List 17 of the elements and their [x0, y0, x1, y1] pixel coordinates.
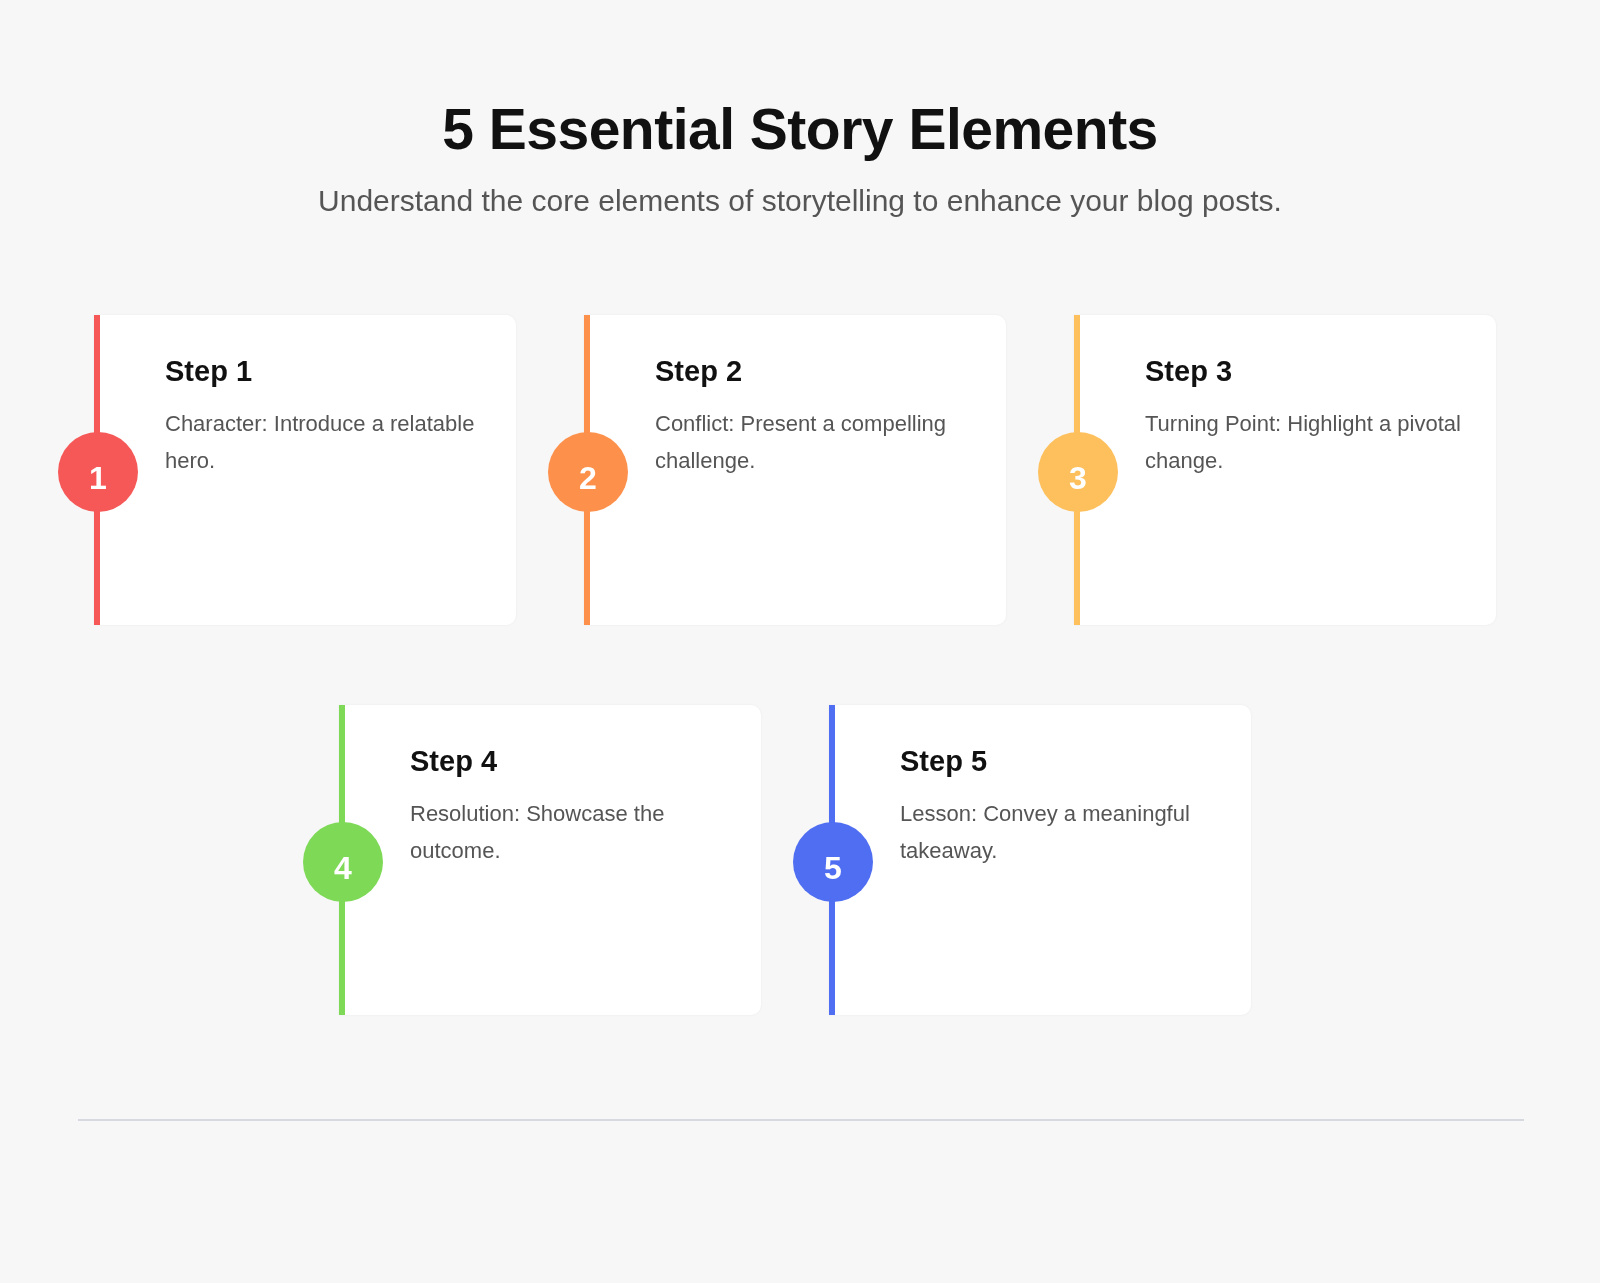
- step-heading: Step 3: [1145, 355, 1233, 388]
- step-heading: Step 1: [165, 355, 253, 388]
- step-number-circle: 1: [58, 432, 138, 512]
- step-heading: Step 2: [655, 355, 743, 388]
- step-number-circle: 5: [793, 822, 873, 902]
- title: 5 Essential Story Elements: [442, 97, 1158, 161]
- subtitle: Understand the core elements of storytelling to enhance your blog posts.: [318, 184, 1282, 217]
- step-description: Lesson: Convey a meaningful takeaway.: [900, 800, 1191, 865]
- step-description: Turning Point: Highlight a pivotal change.: [1145, 410, 1462, 475]
- step-description: Conflict: Present a compelling challenge.: [655, 410, 948, 475]
- step-heading: Step 5: [900, 745, 988, 778]
- step-description: Resolution: Showcase the outcome.: [410, 800, 666, 865]
- step-number-circle: 4: [303, 822, 383, 902]
- step-number-circle: 2: [548, 432, 628, 512]
- step-description: Character: Introduce a relatable hero.: [165, 410, 476, 475]
- step-heading: Step 4: [410, 745, 498, 778]
- step-number-circle: 3: [1038, 432, 1118, 512]
